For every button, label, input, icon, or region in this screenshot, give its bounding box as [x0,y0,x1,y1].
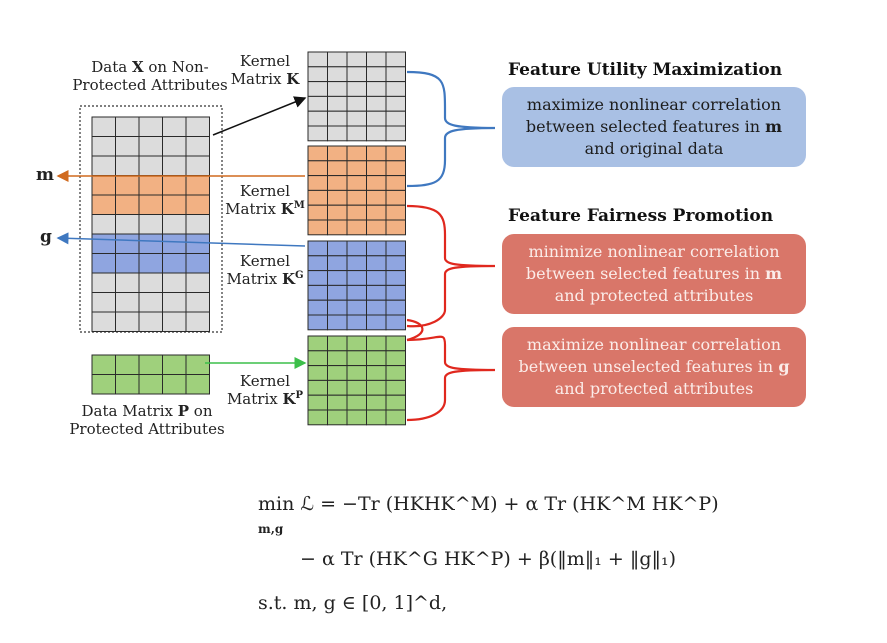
data-p-label: Data Matrix P on Protected Attributes [62,402,232,438]
fairness-connector-1 [406,204,496,328]
data-p-text-b: on [189,402,213,420]
fair-box1-line2-symbol: m [765,264,783,283]
fairness-box-1: minimize nonlinear correlation between s… [502,234,806,314]
data-x-text-b: on Non- [143,58,209,76]
fair-box1-line2-text: between selected features in [525,264,766,283]
kernel-k-label: Kernel Matrix K [225,52,305,88]
kernel-km-label: Kernel Matrix KM [222,182,308,218]
kernel-km-sup: M [293,200,305,211]
data-p-text-c: Protected Attributes [69,420,225,438]
g-label: g [40,227,52,247]
kernel-kp-matrix [307,335,406,426]
utility-box-line2: between selected features in m [526,116,782,138]
m-label: m [36,165,54,185]
fair-box1-line2: between selected features in m [526,263,782,285]
fairness-title: Feature Fairness Promotion [508,206,774,226]
data-p-matrix [91,354,210,395]
utility-box-line2-text: between selected features in [525,117,766,136]
kernel-k-line1: Kernel [239,52,291,70]
utility-box: maximize nonlinear correlation between s… [502,87,806,167]
objective-line-1-text: min ℒ = −Tr (HKHK^M) + α Tr (HK^M HK^P) [258,493,719,515]
kernel-kg-sup: G [295,270,304,281]
kernel-kp-label: Kernel Matrix KP [222,372,308,408]
data-x-text-c: Protected Attributes [72,76,228,94]
kernel-kg-label: Kernel Matrix KG [222,252,308,288]
fair-box2-line2-text: between unselected features in [518,357,779,376]
utility-box-line1: maximize nonlinear correlation [526,95,782,114]
fair-box2-line2: between unselected features in g [519,356,790,378]
arrow-x-to-k [212,96,307,136]
fair-box1-line1: minimize nonlinear correlation [528,242,780,261]
kernel-kg-matrix [307,240,406,331]
kernel-km-line1: Kernel [239,182,291,200]
data-x-symbol: X [131,58,144,76]
kernel-kp-symbol: K [282,390,296,408]
fair-box2-line2-symbol: g [778,357,790,376]
kernel-km-symbol: K [280,200,294,218]
kernel-kg-line1: Kernel [239,252,291,270]
kernel-kg-line2: Matrix [226,270,282,288]
kernel-kg-symbol: K [281,270,296,288]
objective-line-2: − α Tr (HK^G HK^P) + β(‖m‖₁ + ‖g‖₁) [300,548,677,570]
kernel-k-matrix [307,51,406,142]
utility-title: Feature Utility Maximization [508,60,783,80]
kernel-km-matrix [307,145,406,236]
fair-box2-line3: and protected attributes [554,379,754,398]
fair-box2-line1: maximize nonlinear correlation [526,335,782,354]
kernel-kp-line2: Matrix [226,390,283,408]
kernel-k-line2: Matrix [230,70,287,88]
kernel-kp-line1: Kernel [239,372,291,390]
objective-min-subscript: m,g [258,522,284,536]
data-x-label: Data X on Non- Protected Attributes [60,58,240,94]
fairness-connector-cross [406,318,424,342]
arrow-g-row [56,232,306,247]
data-x-matrix [91,116,210,332]
utility-box-line2-symbol: m [765,117,783,136]
objective-line-1: min ℒ = −Tr (HKHK^M) + α Tr (HK^M HK^P) [258,493,719,515]
data-p-text-a: Data Matrix [81,402,178,420]
fairness-connector-2 [406,335,496,422]
utility-box-line3: and original data [584,139,724,158]
fair-box1-line3: and protected attributes [554,286,754,305]
kernel-kp-sup: P [295,390,304,401]
fairness-box-2: maximize nonlinear correlation between u… [502,327,806,407]
kernel-km-line2: Matrix [225,200,281,218]
kernel-k-symbol: K [286,70,300,88]
data-p-symbol: P [177,402,190,420]
data-x-text-a: Data [91,58,132,76]
objective-constraint: s.t. m, g ∈ [0, 1]^d, [258,592,448,614]
utility-connector [406,70,496,188]
